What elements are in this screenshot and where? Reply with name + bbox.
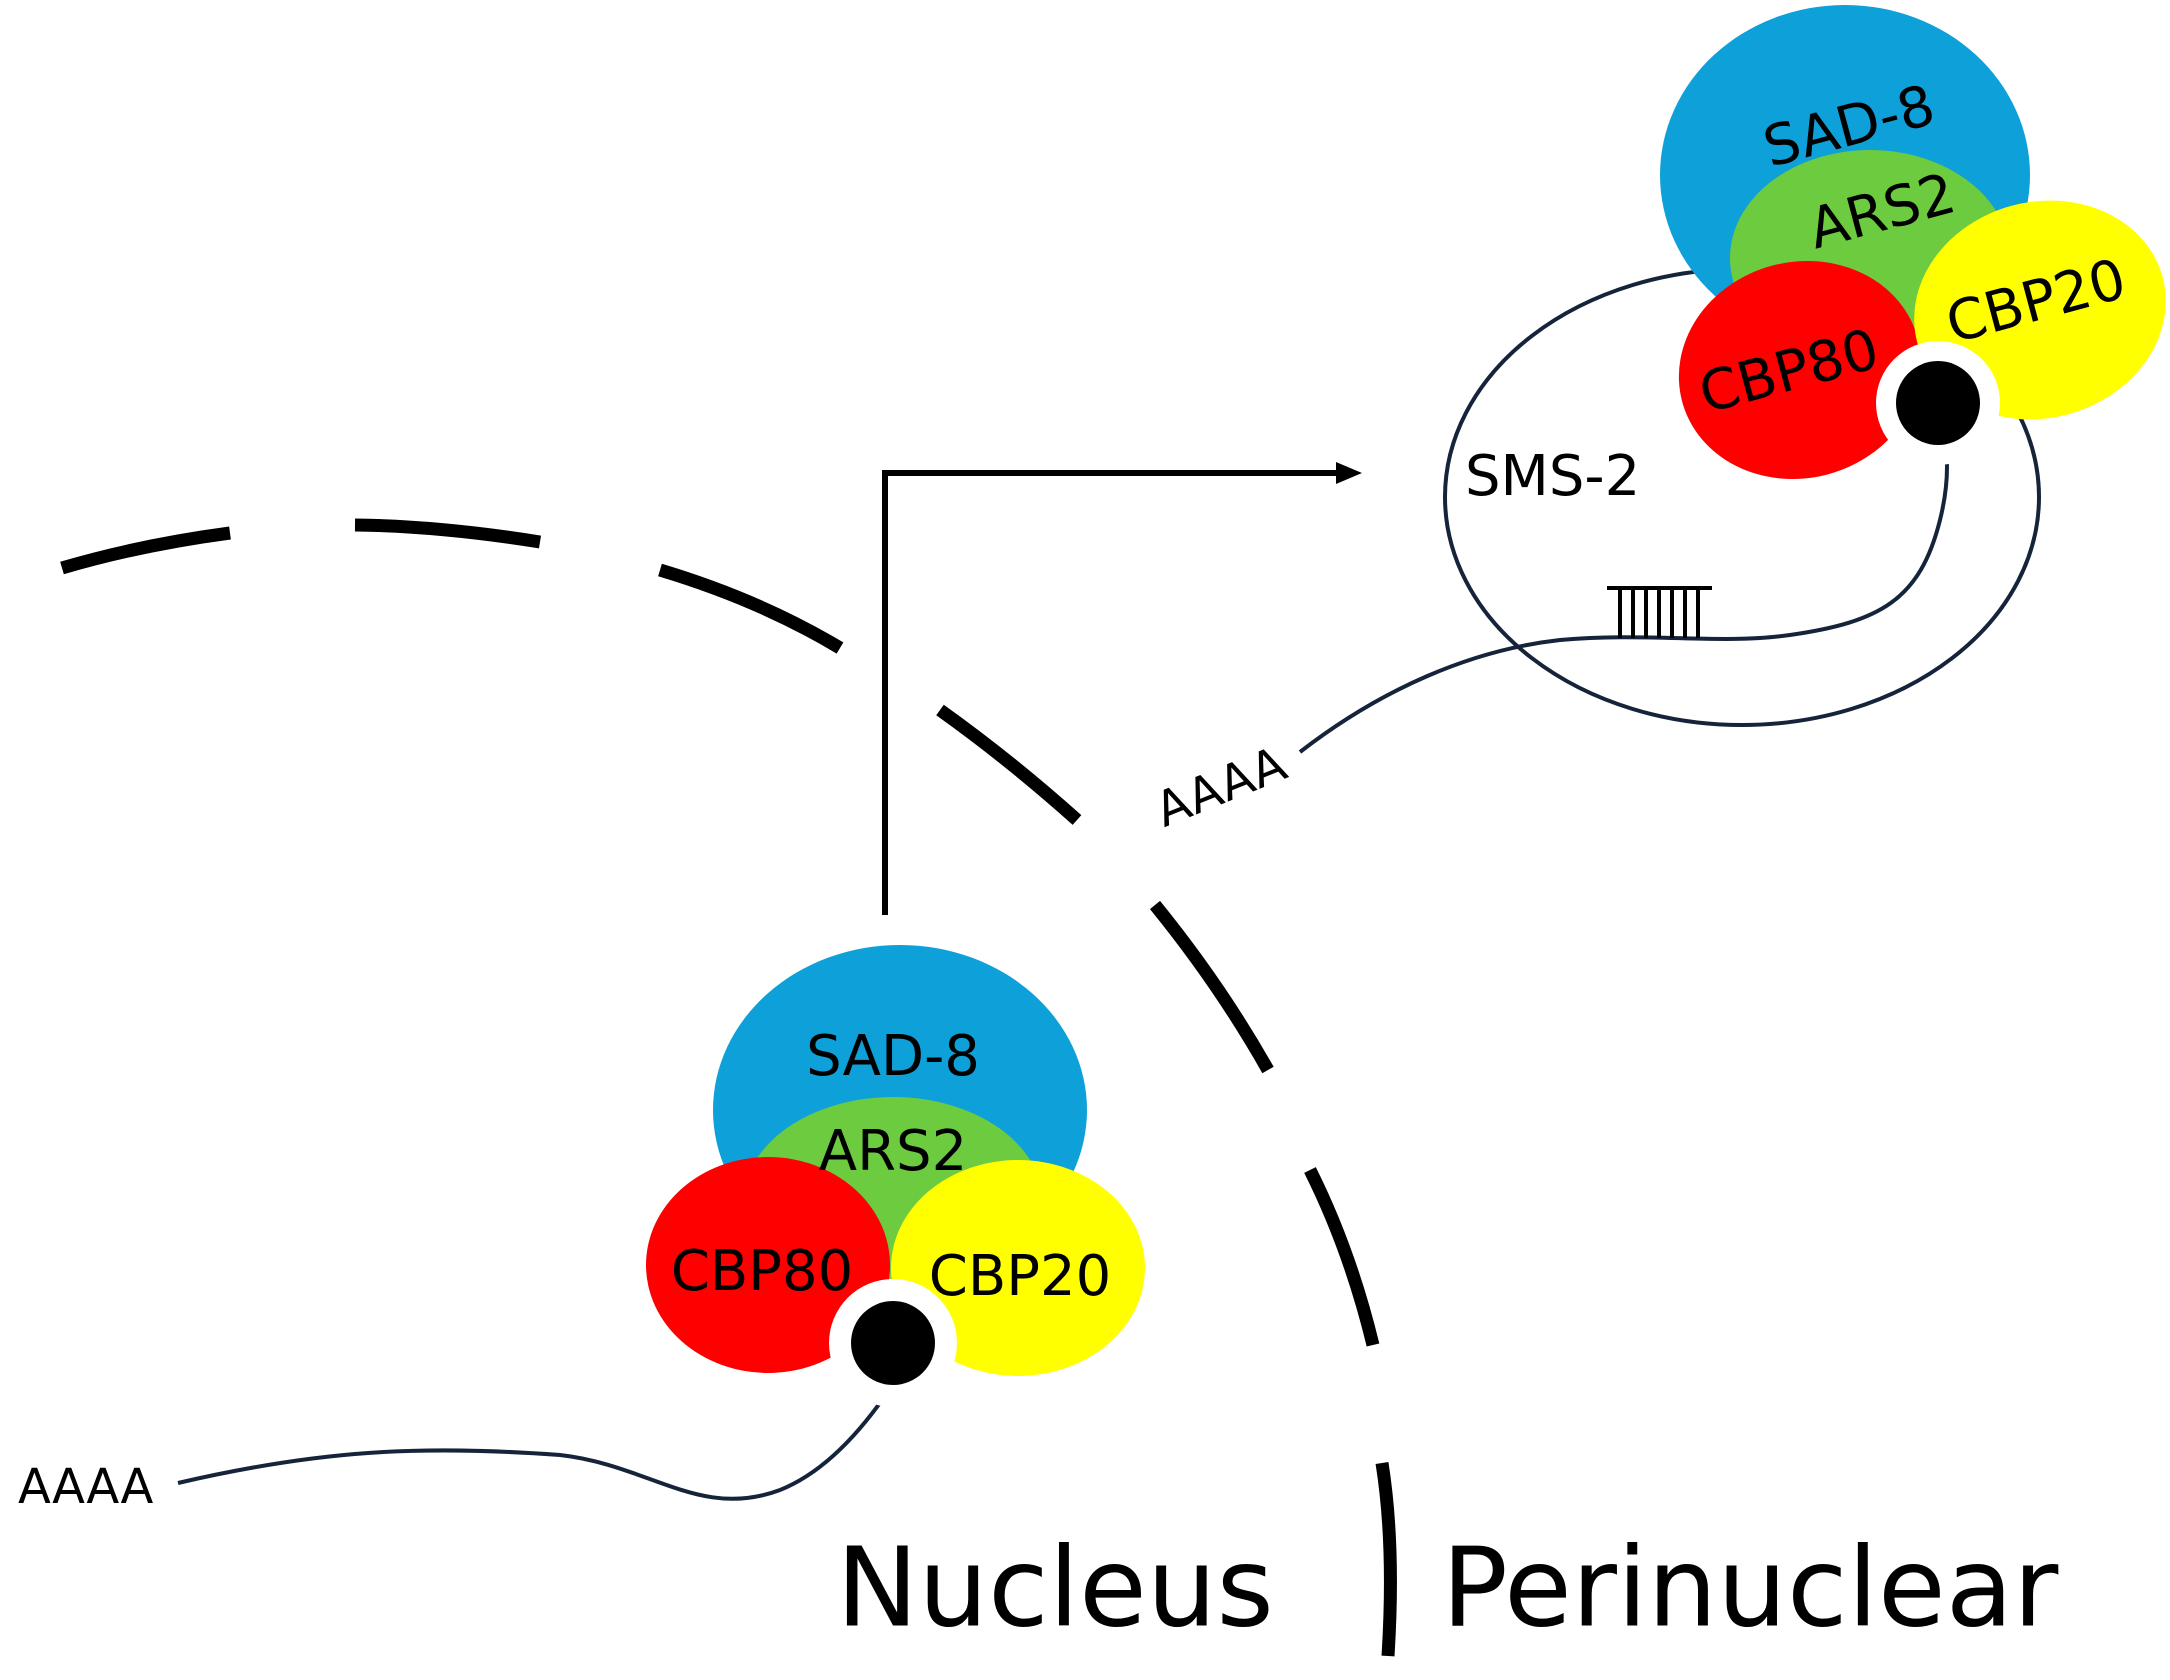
nuclear-complex: SAD-8 ARS2 CBP80 CBP20 AAAA [18, 945, 1145, 1515]
envelope-segment [936, 704, 1082, 825]
sms2-label: SMS-2 [1465, 444, 1640, 509]
cbp20-protein [891, 1160, 1145, 1376]
polyA-label: AAAA [1148, 736, 1295, 839]
nuclear-envelope [60, 518, 1397, 1657]
perinuclear-complex: SAD-8 ARS2 CBP80 CBP20 SMS-2 AAAA [1148, 5, 2166, 839]
envelope-segment [658, 563, 844, 654]
ars2-label: ARS2 [819, 1119, 967, 1184]
envelope-segment [1375, 1461, 1397, 1657]
cbp80-protein [1678, 261, 1922, 479]
nuclear-mrna-strand [177, 1376, 899, 1501]
nucleus-region-label: Nucleus [836, 1523, 1274, 1651]
export-arrow [882, 462, 1362, 915]
sms2-rna-duplex [1607, 586, 1712, 638]
envelope-segment [60, 526, 231, 575]
arrowhead-icon [1336, 462, 1362, 484]
cap-structure [851, 1301, 935, 1385]
perinuclear-region-label: Perinuclear [1442, 1523, 2059, 1651]
cbp80-protein [646, 1157, 890, 1373]
polyA-label: AAAA [18, 1459, 154, 1515]
envelope-segment [354, 518, 542, 549]
sad8-label: SAD-8 [806, 1024, 980, 1089]
perinuclear-mrna-strand [1298, 424, 1949, 754]
cbp20-label: CBP20 [929, 1244, 1112, 1309]
envelope-segment [1304, 1167, 1380, 1347]
envelope-segment [1149, 900, 1274, 1074]
cap-structure [1896, 361, 1980, 445]
cbp80-label: CBP80 [671, 1239, 854, 1304]
